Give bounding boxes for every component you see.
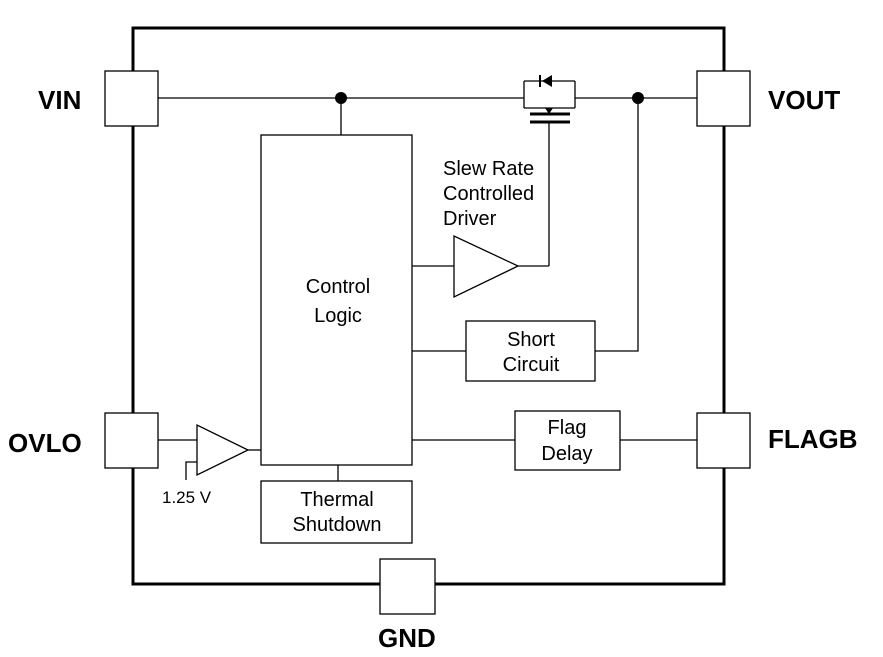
- slew-rate-label-1: Slew Rate: [443, 158, 534, 180]
- control-logic-label-1: Control: [306, 276, 370, 298]
- thermal-shutdown-block: [260, 480, 413, 544]
- flag-delay-block: [514, 410, 621, 471]
- ovlo-pin: [104, 412, 159, 469]
- control-logic-label-2: Logic: [314, 305, 362, 327]
- flag-delay-label-2: Delay: [541, 443, 592, 465]
- reference-wire: [185, 461, 197, 480]
- mosfet-switch: [523, 75, 576, 266]
- ovlo-label: OVLO: [8, 428, 82, 458]
- thermal-shutdown-label-1: Thermal: [300, 489, 373, 511]
- slew-rate-label-3: Driver: [443, 208, 497, 230]
- short-circuit-label-2: Circuit: [503, 354, 560, 376]
- vout-pin: [696, 70, 751, 127]
- vin-pin: [104, 70, 159, 127]
- thermal-shutdown-label-2: Shutdown: [293, 514, 382, 536]
- flagb-label: FLAGB: [768, 424, 858, 454]
- gnd-pin: [379, 558, 436, 615]
- short-circuit-label-1: Short: [507, 329, 555, 351]
- gnd-label: GND: [378, 623, 436, 653]
- short-to-vout-wire: [595, 98, 639, 352]
- slew-rate-driver-buffer: [453, 234, 520, 299]
- reference-voltage-label: 1.25 V: [162, 488, 212, 507]
- ovlo-comparator: [196, 423, 250, 477]
- control-logic-block: [260, 134, 413, 466]
- chip-outline: [131, 26, 726, 586]
- slew-rate-label-2: Controlled: [443, 183, 534, 205]
- flag-delay-label-1: Flag: [548, 417, 587, 439]
- vout-label: VOUT: [768, 85, 840, 115]
- vin-label: VIN: [38, 85, 81, 115]
- flagb-pin: [696, 412, 751, 469]
